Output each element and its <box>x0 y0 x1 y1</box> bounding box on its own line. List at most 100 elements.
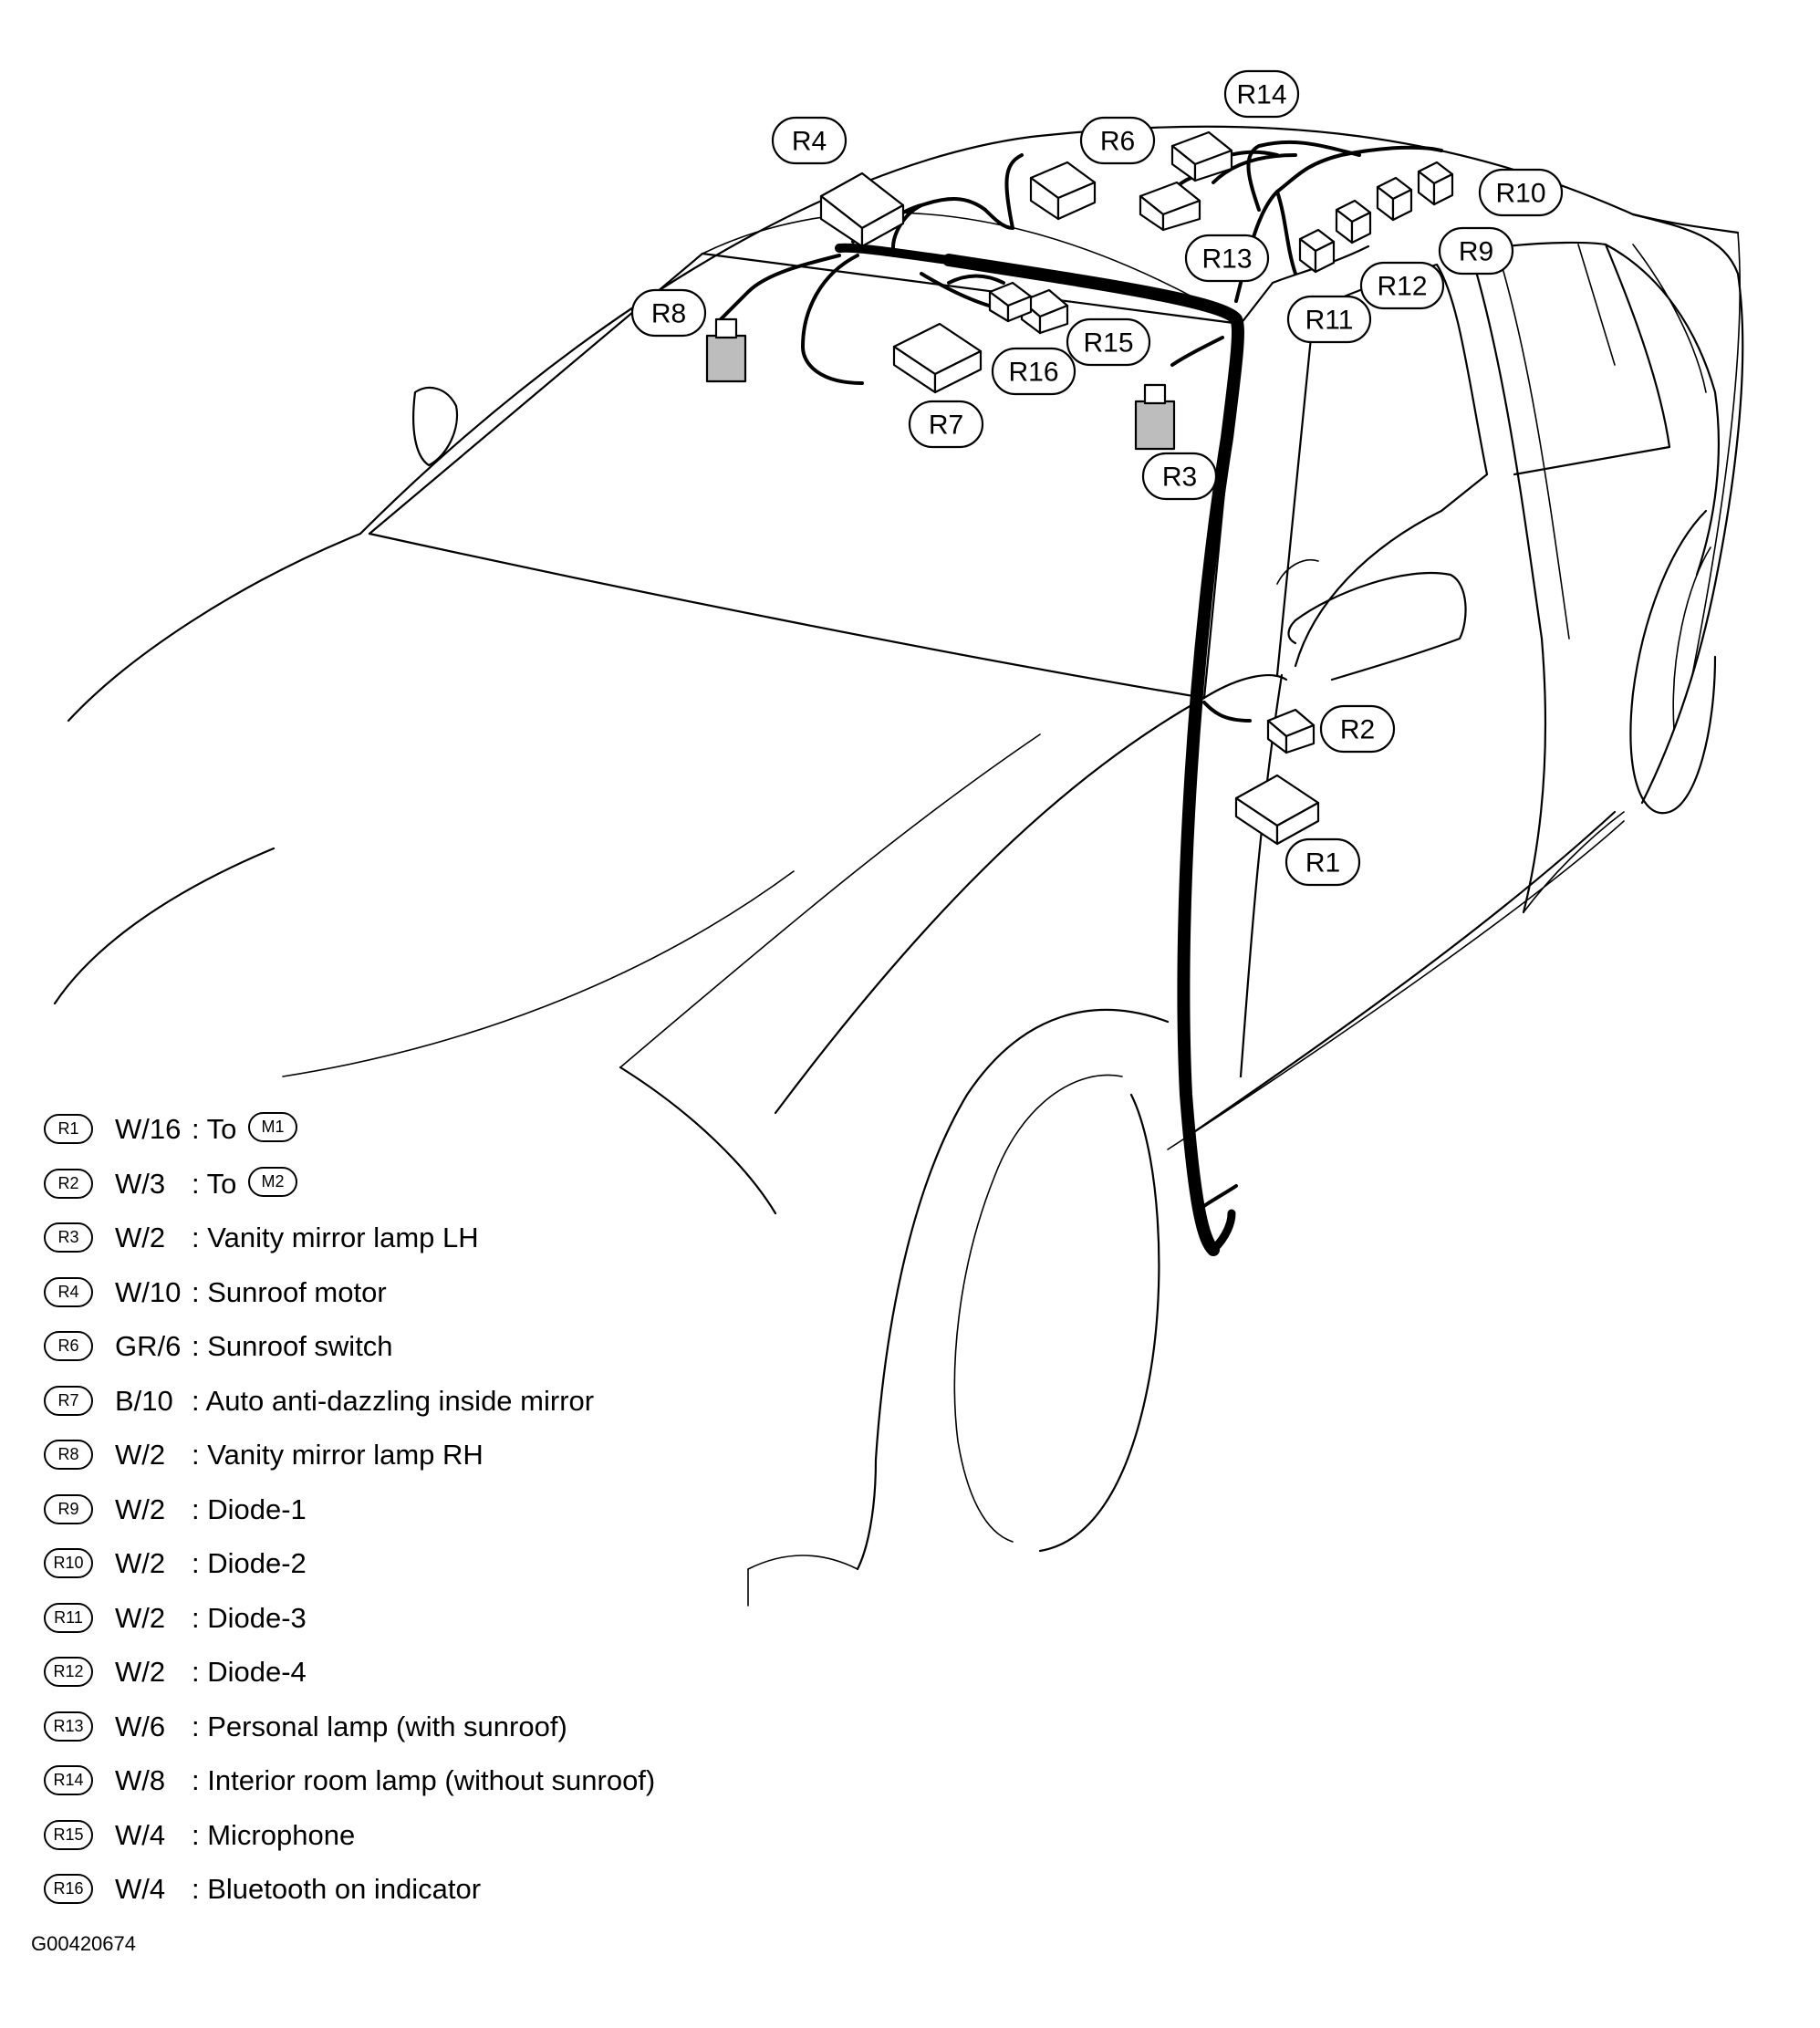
callout-r13-text: R13 <box>1201 244 1252 275</box>
connector-r8 <box>705 317 747 383</box>
callout-r12: R12 <box>1359 261 1445 310</box>
callout-r6: R6 <box>1079 116 1156 165</box>
callout-r8: R8 <box>630 288 707 338</box>
callout-r2: R2 <box>1319 704 1396 754</box>
legend-badge: R8 <box>44 1440 93 1470</box>
legend-description: : Interior room lamp (without sunroof) <box>192 1764 656 1796</box>
legend-badge: R15 <box>44 1819 93 1850</box>
callout-r10: R10 <box>1478 168 1564 217</box>
callout-r3: R3 <box>1141 452 1218 501</box>
legend-row-r16: R16 W/4 : Bluetooth on indicator <box>44 1862 865 1917</box>
legend-description: : To M1 <box>192 1102 298 1157</box>
legend-row-r9: R9 W/2 : Diode-1 <box>44 1482 865 1537</box>
wire-code: W/16 <box>115 1113 182 1145</box>
legend-description: : Microphone <box>192 1818 356 1851</box>
callout-r14-text: R14 <box>1236 80 1286 110</box>
callout-r9: R9 <box>1438 226 1514 276</box>
wire-code: W/2 <box>115 1439 166 1471</box>
legend-row-r11: R11 W/2 : Diode-3 <box>44 1591 865 1646</box>
legend-row-r6: R6 GR/6 : Sunroof switch <box>44 1319 865 1374</box>
legend-row-r15: R15 W/4 : Microphone <box>44 1808 865 1863</box>
legend-row-r12: R12 W/2 : Diode-4 <box>44 1645 865 1700</box>
connector-r2 <box>1266 708 1316 754</box>
callout-r15: R15 <box>1066 317 1151 367</box>
legend-row-r1: R1 W/16 : To M1 <box>44 1102 865 1157</box>
legend-badge: R12 <box>44 1657 93 1687</box>
target-badge: M2 <box>248 1166 298 1197</box>
wire-code: W/3 <box>115 1167 166 1200</box>
legend-description: : Auto anti-dazzling inside mirror <box>192 1384 595 1417</box>
connector-r1 <box>1234 774 1320 846</box>
connector-r16 <box>988 281 1033 323</box>
legend-badge: R3 <box>44 1222 93 1253</box>
callout-r6-text: R6 <box>1100 127 1135 157</box>
connector-r9 <box>1376 176 1413 222</box>
callout-r15-text: R15 <box>1083 328 1133 359</box>
callout-r1: R1 <box>1284 837 1361 887</box>
legend-description: : Diode-2 <box>192 1547 307 1579</box>
connector-r10 <box>1417 161 1454 206</box>
wire-code: W/4 <box>115 1873 166 1905</box>
legend-desc-text: : To <box>192 1113 237 1145</box>
wire-code: W/8 <box>115 1764 166 1796</box>
legend-row-r8: R8 W/2 : Vanity mirror lamp RH <box>44 1428 865 1482</box>
callout-r4: R4 <box>771 116 848 165</box>
wire-code: W/2 <box>115 1601 166 1634</box>
legend-description: : Sunroof motor <box>192 1275 387 1308</box>
connector-r14 <box>1170 130 1233 182</box>
callout-r3-text: R3 <box>1162 463 1197 493</box>
callout-r4-text: R4 <box>792 127 827 157</box>
legend-description: : Bluetooth on indicator <box>192 1873 482 1905</box>
legend-description: : Diode-3 <box>192 1601 307 1634</box>
callout-r9-text: R9 <box>1459 237 1493 267</box>
legend-description: : Vanity mirror lamp LH <box>192 1222 479 1253</box>
connector-r3 <box>1134 383 1176 451</box>
wire-code: W/10 <box>115 1275 182 1308</box>
callout-r8-text: R8 <box>651 299 686 329</box>
legend-badge: R11 <box>44 1602 93 1633</box>
callout-r16-text: R16 <box>1008 358 1058 388</box>
legend-row-r14: R14 W/8 : Interior room lamp (without su… <box>44 1753 865 1808</box>
legend-description: : Vanity mirror lamp RH <box>192 1439 484 1471</box>
callout-r11: R11 <box>1286 295 1372 344</box>
legend-description: : Sunroof switch <box>192 1330 393 1362</box>
legend-description: : Diode-1 <box>192 1492 307 1525</box>
legend-badge: R13 <box>44 1711 93 1742</box>
callout-r13: R13 <box>1184 234 1270 283</box>
callout-r10-text: R10 <box>1495 179 1545 209</box>
legend-row-r13: R13 W/6 : Personal lamp (with sunroof) <box>44 1700 865 1754</box>
legend-badge: R4 <box>44 1276 93 1307</box>
callout-labels: R14 R4 R6 R10 R9 R13 R12 R8 <box>630 69 1564 887</box>
connector-r12 <box>1335 199 1372 244</box>
figure-id: G00420674 <box>31 1932 136 1955</box>
wire-code: W/2 <box>115 1222 166 1253</box>
callout-r12-text: R12 <box>1377 272 1427 302</box>
connector-r4 <box>819 172 905 248</box>
legend-desc-text: : To <box>192 1167 237 1200</box>
callout-r7: R7 <box>908 400 984 449</box>
wire-code: W/2 <box>115 1547 166 1579</box>
legend-row-r7: R7 B/10 : Auto anti-dazzling inside mirr… <box>44 1374 865 1429</box>
connector-legend: R1 W/16 : To M1 R2 W/3 : To M2 R3 W/2 : … <box>44 1102 865 1917</box>
legend-badge: R6 <box>44 1331 93 1361</box>
connector-r13 <box>1139 181 1201 232</box>
connector-r15 <box>1020 288 1069 335</box>
connector-r7 <box>892 322 983 394</box>
legend-row-r3: R3 W/2 : Vanity mirror lamp LH <box>44 1211 865 1265</box>
connector-r11 <box>1298 228 1336 274</box>
legend-badge: R9 <box>44 1493 93 1524</box>
wire-code: GR/6 <box>115 1330 182 1362</box>
connectors <box>705 130 1454 846</box>
callout-r1-text: R1 <box>1305 848 1340 879</box>
legend-badge: R16 <box>44 1874 93 1904</box>
legend-description: : Diode-4 <box>192 1656 307 1688</box>
legend-badge: R2 <box>44 1168 93 1199</box>
legend-description: : Personal lamp (with sunroof) <box>192 1710 567 1742</box>
legend-row-r10: R10 W/2 : Diode-2 <box>44 1536 865 1591</box>
legend-badge: R10 <box>44 1548 93 1578</box>
wire-code: W/4 <box>115 1818 166 1851</box>
wire-code: B/10 <box>115 1384 173 1417</box>
callout-r14: R14 <box>1223 69 1300 119</box>
callout-r2-text: R2 <box>1340 715 1375 745</box>
